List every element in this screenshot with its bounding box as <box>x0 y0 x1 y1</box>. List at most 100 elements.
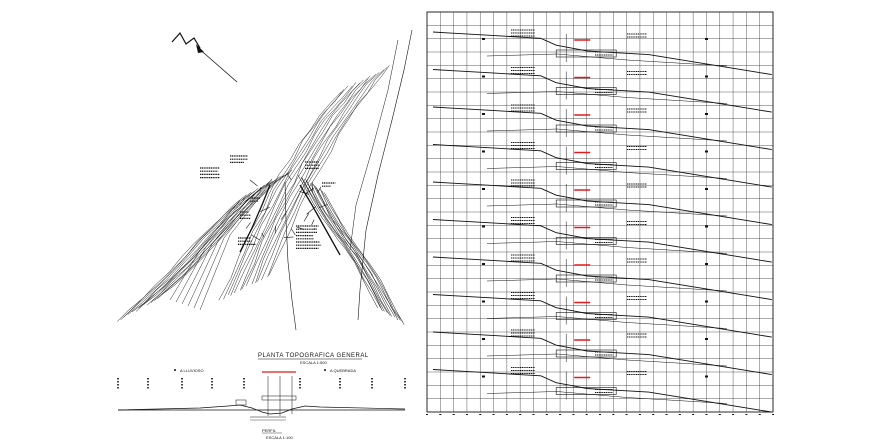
section-elev-left-4 <box>482 188 485 190</box>
contour-boundary-right <box>357 29 413 321</box>
grid-tick-9 <box>545 414 548 415</box>
contour-lines <box>117 29 413 325</box>
grid-tick-0 <box>426 414 428 415</box>
section-elev-right-4 <box>705 188 708 190</box>
plan-title: PLANTA TOPOGRAFICA GENERAL <box>258 353 369 359</box>
contour-upper-8 <box>251 76 370 285</box>
section-subgrade-5 <box>486 241 728 254</box>
contour-right-9 <box>319 188 401 321</box>
profile-structure <box>235 371 297 421</box>
grid-tick-13 <box>599 414 601 415</box>
profile-title: PERFIL <box>262 428 277 433</box>
section-structure-5 <box>555 237 617 245</box>
contour-tail-4 <box>193 191 261 309</box>
grid-tick-7 <box>519 414 522 415</box>
cross-sections-sheet <box>426 11 774 415</box>
section-subgrade-7 <box>486 316 728 329</box>
section-structure-2 <box>555 124 617 133</box>
grid-tick-10 <box>559 414 562 415</box>
contour-right-5 <box>310 183 391 316</box>
contour-right-8 <box>315 187 399 321</box>
channel-stroke-17 <box>265 179 273 187</box>
section-subgrade-0 <box>486 53 728 67</box>
channel-axis <box>284 181 297 331</box>
contour-tail-0 <box>169 199 241 301</box>
north-arrow-icon <box>171 31 238 83</box>
section-structure-7 <box>555 312 617 320</box>
contour-upper-9 <box>255 74 376 284</box>
section-structure-1 <box>555 87 617 95</box>
section-structure-0 <box>555 49 617 58</box>
channel-stroke-7 <box>296 226 305 230</box>
section-structure-8 <box>555 349 617 358</box>
channel-stroke-1 <box>306 206 317 215</box>
contour-right-11 <box>324 192 405 325</box>
plan-annotations <box>200 155 336 249</box>
profile-terrain <box>117 404 406 415</box>
grid-tick-23 <box>732 414 735 415</box>
channel-stroke-12 <box>261 232 265 238</box>
grid-tick-6 <box>505 414 508 415</box>
contour-left-12 <box>117 194 247 322</box>
channel-stroke-5 <box>311 219 315 226</box>
section-elev-right-9 <box>705 375 708 378</box>
section-subgrade-1 <box>486 91 728 104</box>
grid-tick-4 <box>479 414 482 415</box>
contour-right-10 <box>321 190 404 323</box>
contour-tail-2 <box>181 195 251 305</box>
section-elev-left-3 <box>482 150 485 153</box>
section-structure-4 <box>555 199 617 208</box>
channel-stroke-6 <box>303 213 309 222</box>
section-subgrade-8 <box>486 353 728 367</box>
channel-stroke-16 <box>249 179 258 187</box>
channel-stroke-2 <box>283 236 294 238</box>
contour-boundary-inner <box>349 39 399 251</box>
contour-left-2 <box>154 174 285 301</box>
grid-tick-2 <box>452 414 455 415</box>
contour-upper-0 <box>218 91 342 301</box>
contour-tail-3 <box>187 193 256 307</box>
section-elev-right-6 <box>705 263 708 265</box>
section-elev-right-5 <box>705 225 708 228</box>
section-subgrade-4 <box>486 203 728 217</box>
channel-stroke-15 <box>260 207 270 212</box>
profile-station-marks <box>117 378 406 389</box>
channel-stroke-0 <box>245 222 251 229</box>
channel-stroke-20 <box>317 186 322 193</box>
grid-tick-18 <box>665 414 668 415</box>
contour-upper-6 <box>241 79 364 290</box>
section-elev-left-2 <box>482 113 485 115</box>
section-elev-right-0 <box>705 38 708 40</box>
grid-tick-16 <box>638 414 641 415</box>
grid-tick-5 <box>492 414 495 415</box>
channel-stroke-21 <box>318 204 329 209</box>
contour-upper-4 <box>233 82 357 294</box>
channel-stroke-19 <box>291 228 296 236</box>
grid-tick-24 <box>745 414 748 415</box>
contour-left-8 <box>131 187 263 313</box>
section-elev-left-0 <box>482 38 485 40</box>
channel-detail <box>239 173 341 331</box>
section-elev-left-5 <box>482 225 485 228</box>
grid-tick-12 <box>585 414 588 415</box>
section-structure-6 <box>555 274 617 283</box>
grid-tick-14 <box>612 414 615 415</box>
grid-tick-20 <box>692 414 695 415</box>
plan-scale: ESCALA 1:500 <box>300 360 327 365</box>
contour-left-3 <box>150 176 281 303</box>
contour-tail-5 <box>199 189 266 311</box>
contour-right-0 <box>297 174 378 309</box>
contour-right-3 <box>305 178 385 312</box>
contour-upper-11 <box>261 69 384 281</box>
grid-tick-21 <box>705 414 708 415</box>
contour-upper-12 <box>267 67 388 278</box>
grid-tick-22 <box>718 414 721 415</box>
section-elev-left-8 <box>482 338 485 340</box>
section-subgrade-3 <box>486 166 728 179</box>
section-elev-right-8 <box>705 338 708 340</box>
channel-stroke-13 <box>286 173 292 180</box>
longitudinal-profile: A LLUVIOSO A QUEBRADA PERFIL ESCALA 1:10… <box>117 368 406 440</box>
section-structure-3 <box>555 162 617 170</box>
contour-upper-7 <box>245 78 368 286</box>
